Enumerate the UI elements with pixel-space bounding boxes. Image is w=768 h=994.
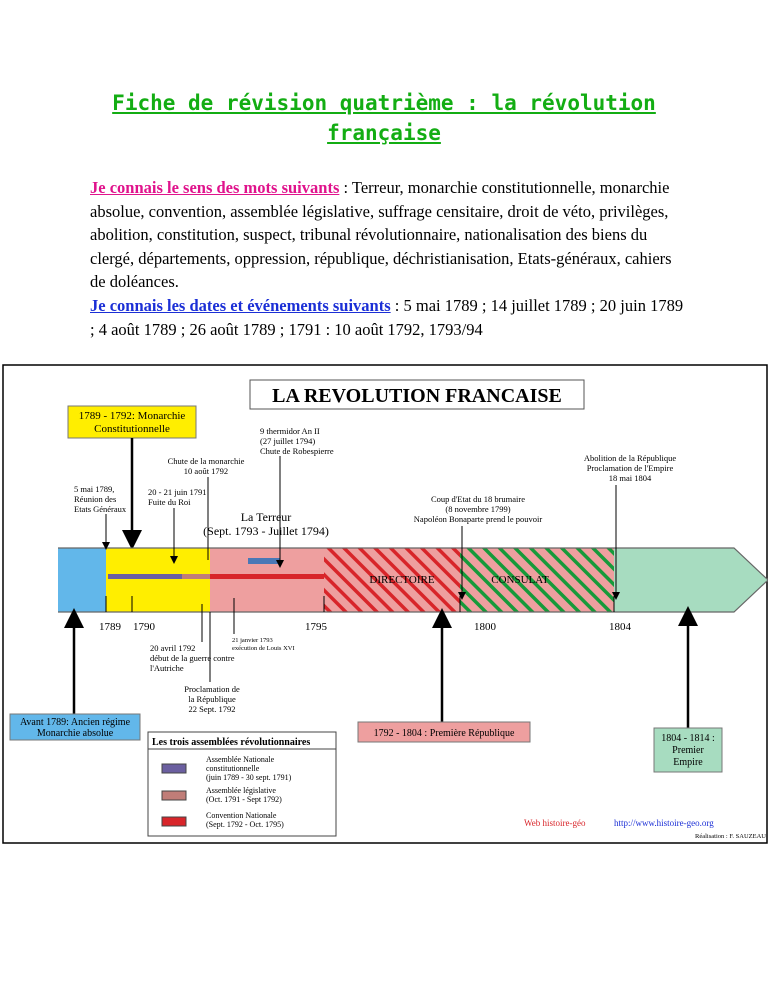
year-1789: 1789: [99, 621, 122, 633]
assembly-bar-constituante: [108, 574, 182, 579]
year-1804: 1804: [609, 621, 632, 633]
thermidor-line-1: 9 thermidor An II: [260, 426, 320, 436]
band-monarchie: [106, 548, 210, 612]
band-ancien-regime: [58, 548, 106, 612]
title-line-1: Fiche de révision quatrième : la révolut…: [112, 91, 656, 115]
brumaire-line-2: (8 novembre 1799): [445, 504, 510, 514]
chute-monarchie-line-1: Chute de la monarchie: [168, 456, 245, 466]
empire-line-3: Empire: [673, 757, 703, 768]
brumaire-line-1: Coup d'Etat du 18 brumaire: [431, 494, 525, 504]
terreur-marker: [248, 558, 280, 564]
dates-text: : 5 mai 1789 ; 14 juillet 1789 ; 20 juin…: [90, 296, 684, 339]
proclamation-line-1: Proclamation de: [184, 684, 240, 694]
legend-title: Les trois assemblées révolutionnaires: [152, 737, 310, 748]
juin-1791-line-2: Fuite du Roi: [148, 497, 191, 507]
juin-1791-line-1: 20 - 21 juin 1791: [148, 487, 207, 497]
abolition-line-2: Proclamation de l'Empire: [587, 463, 674, 473]
timeline-title-box: [249, 379, 585, 410]
vocabulary-text: : Terreur, monarchie constitutionnelle, …: [90, 178, 672, 291]
legend-1-line-1: Assemblée Nationale: [206, 755, 275, 764]
assembly-bar-legislative: [182, 574, 210, 579]
title-line-2: française: [327, 121, 441, 145]
timeline-figure: LA REVOLUTION FRANCAISE 1789 - 1792: Mon…: [2, 364, 768, 844]
year-1790: 1790: [133, 621, 156, 633]
premiere-republique-label: 1792 - 1804 : Première République: [374, 728, 515, 739]
legend-1-line-2: constitutionnelle: [206, 764, 260, 773]
legend-2-line-1: Assemblée législative: [206, 786, 276, 795]
dates-label: Je connais les dates et événements suiva…: [90, 296, 391, 315]
empire-line-2: Premier: [672, 745, 704, 756]
page-title: Fiche de révision quatrième : la révolut…: [0, 88, 768, 148]
directoire-label: DIRECTOIRE: [369, 574, 434, 586]
ancien-regime-line-1: Avant 1789: Ancien régime: [20, 717, 131, 728]
vocabulary-label: Je connais le sens des mots suivants: [90, 178, 340, 197]
credit-site-label: Web histoire-géo: [524, 818, 586, 828]
abolition-line-1: Abolition de la République: [584, 453, 677, 463]
assembly-bar-convention: [210, 574, 324, 579]
proclamation-line-2: la République: [188, 694, 236, 704]
janvier-1793-line-2: exécution de Louis XVI: [232, 645, 295, 652]
timeline-svg: LA REVOLUTION FRANCAISE 1789 - 1792: Mon…: [2, 364, 768, 844]
band-convention: [210, 548, 324, 612]
year-1800: 1800: [474, 621, 497, 633]
dates-paragraph: Je connais les dates et événements suiva…: [90, 294, 690, 341]
band-empire: [614, 548, 768, 612]
legend-swatch-2: [161, 790, 187, 801]
premiere-republique-box: [357, 721, 531, 743]
chute-monarchie-line-2: 10 août 1792: [184, 466, 228, 476]
legend-2-line-2: (Oct. 1791 - Sept 1792): [206, 795, 282, 804]
mai-1789-line-3: Etats Généraux: [74, 504, 127, 514]
ancien-regime-line-2: Monarchie absolue: [37, 728, 114, 739]
terreur-line-1: La Terreur: [241, 510, 292, 524]
credit-author: Réalisation : F. SAUZEAU: [695, 833, 766, 840]
legend-3-line-1: Convention Nationale: [206, 811, 277, 820]
monarchie-box-line-1: 1789 - 1792: Monarchie: [79, 410, 186, 422]
band-outline: [58, 547, 768, 613]
credit-url[interactable]: http://www.histoire-geo.org: [614, 818, 714, 828]
ancien-regime-box: [9, 713, 141, 741]
band-consulat: [460, 548, 614, 612]
band-directoire: [324, 548, 460, 612]
avril-1792-line-1: 20 avril 1792: [150, 643, 195, 653]
mai-1789-line-1: 5 mai 1789,: [74, 484, 114, 494]
empire-box: [653, 727, 723, 773]
monarchie-box-line-2: Constitutionnelle: [94, 423, 170, 435]
vocabulary-paragraph: Je connais le sens des mots suivants : T…: [90, 176, 690, 294]
legend-swatch-3: [161, 816, 187, 827]
timeline-title: LA REVOLUTION FRANCAISE: [272, 385, 562, 407]
proclamation-line-3: 22 Sept. 1792: [189, 704, 236, 714]
thermidor-line-2: (27 juillet 1794): [260, 436, 315, 446]
year-1795: 1795: [305, 621, 328, 633]
mai-1789-line-2: Réunion des: [74, 494, 116, 504]
empire-line-1: 1804 - 1814 :: [661, 733, 715, 744]
consulat-label: CONSULAT: [491, 574, 549, 586]
legend-swatch-1: [161, 763, 187, 774]
legend-3-line-2: (Sept. 1792 - Oct. 1795): [206, 820, 284, 829]
avril-1792-line-2: début de la guerre contre: [150, 653, 235, 663]
terreur-line-2: (Sept. 1793 - Juillet 1794): [203, 524, 329, 538]
brumaire-line-3: Napoléon Bonaparte prend le pouvoir: [414, 514, 543, 524]
abolition-line-3: 18 mai 1804: [609, 473, 652, 483]
janvier-1793-line-1: 21 janvier 1793: [232, 637, 273, 644]
legend-1-line-3: (juin 1789 - 30 sept. 1791): [206, 773, 292, 782]
avril-1792-line-3: l'Autriche: [150, 663, 184, 673]
thermidor-line-3: Chute de Robespierre: [260, 446, 334, 456]
